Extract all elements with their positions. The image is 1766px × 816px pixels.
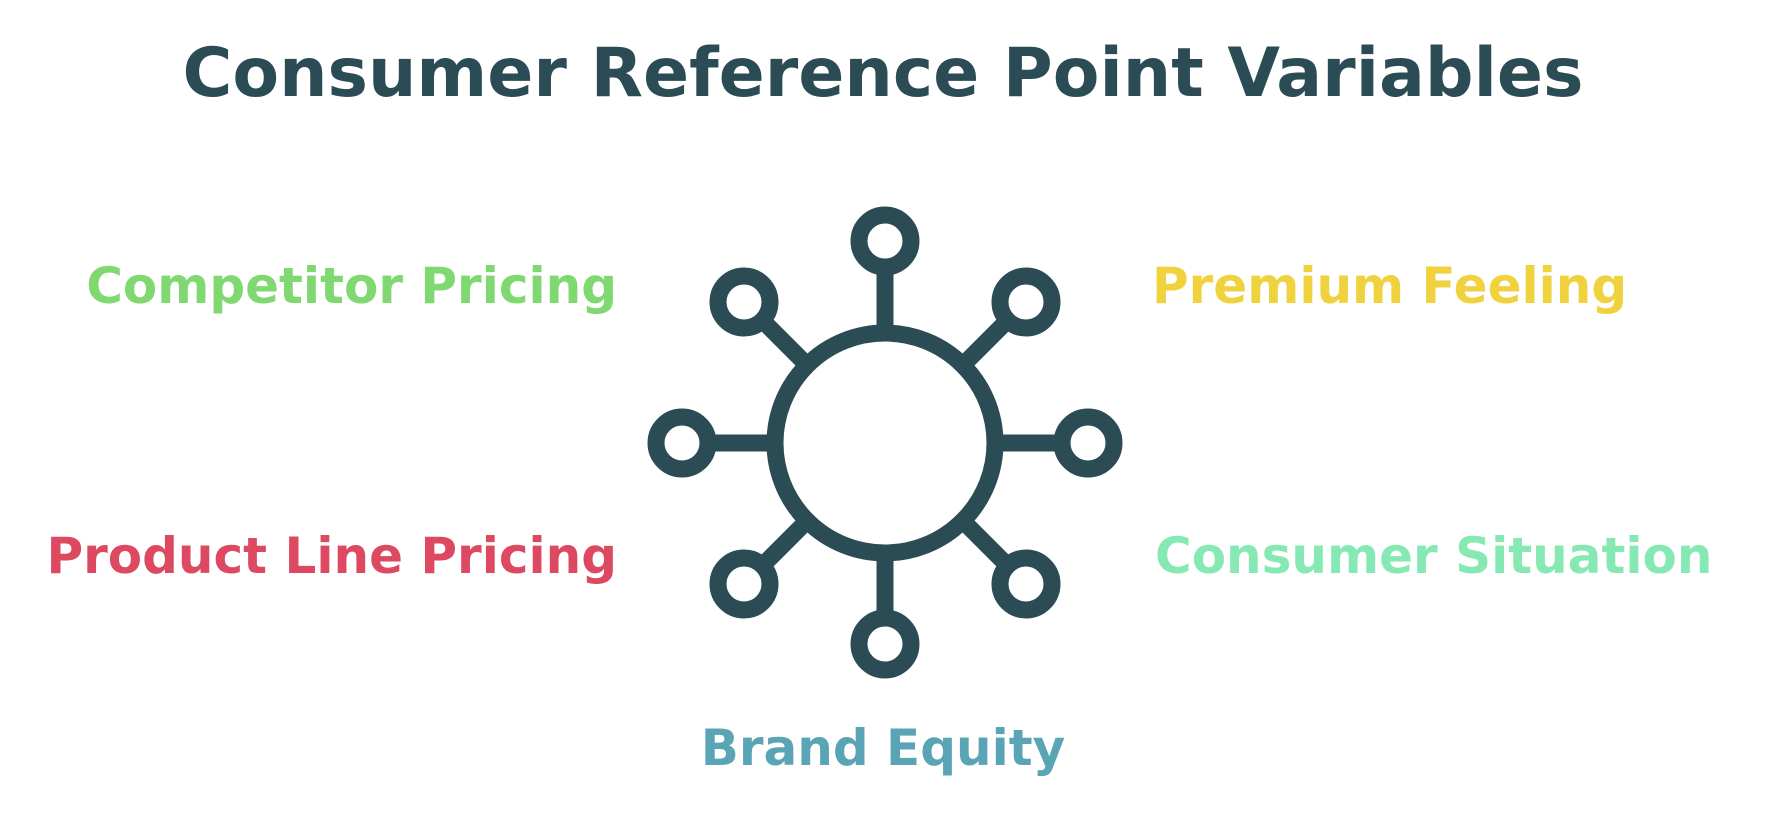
hub-center-ring xyxy=(766,324,1004,562)
hub-spoke-top-left xyxy=(758,316,814,372)
hub-node-top-right xyxy=(991,267,1061,337)
hub-spoke-bottom-left xyxy=(758,514,814,570)
hub-node-bottom xyxy=(850,609,920,679)
hub-node-bottom-right xyxy=(991,549,1061,619)
label-product-line-pricing: Product Line Pricing xyxy=(46,527,617,585)
hub-node-left xyxy=(647,408,717,478)
hub-node-top-left xyxy=(709,267,779,337)
label-competitor-pricing: Competitor Pricing xyxy=(86,257,617,315)
page-title: Consumer Reference Point Variables xyxy=(182,34,1584,113)
label-consumer-situation: Consumer Situation xyxy=(1155,527,1713,585)
hub-spoke-bottom-right xyxy=(956,514,1012,570)
hub-node-right xyxy=(1053,408,1123,478)
network-hub-icon xyxy=(647,206,1123,679)
label-brand-equity: Brand Equity xyxy=(700,719,1066,777)
hub-node-bottom-left xyxy=(709,549,779,619)
label-premium-feeling: Premium Feeling xyxy=(1152,257,1628,315)
hub-spoke-top-right xyxy=(956,316,1012,372)
hub-node-top xyxy=(850,206,920,276)
